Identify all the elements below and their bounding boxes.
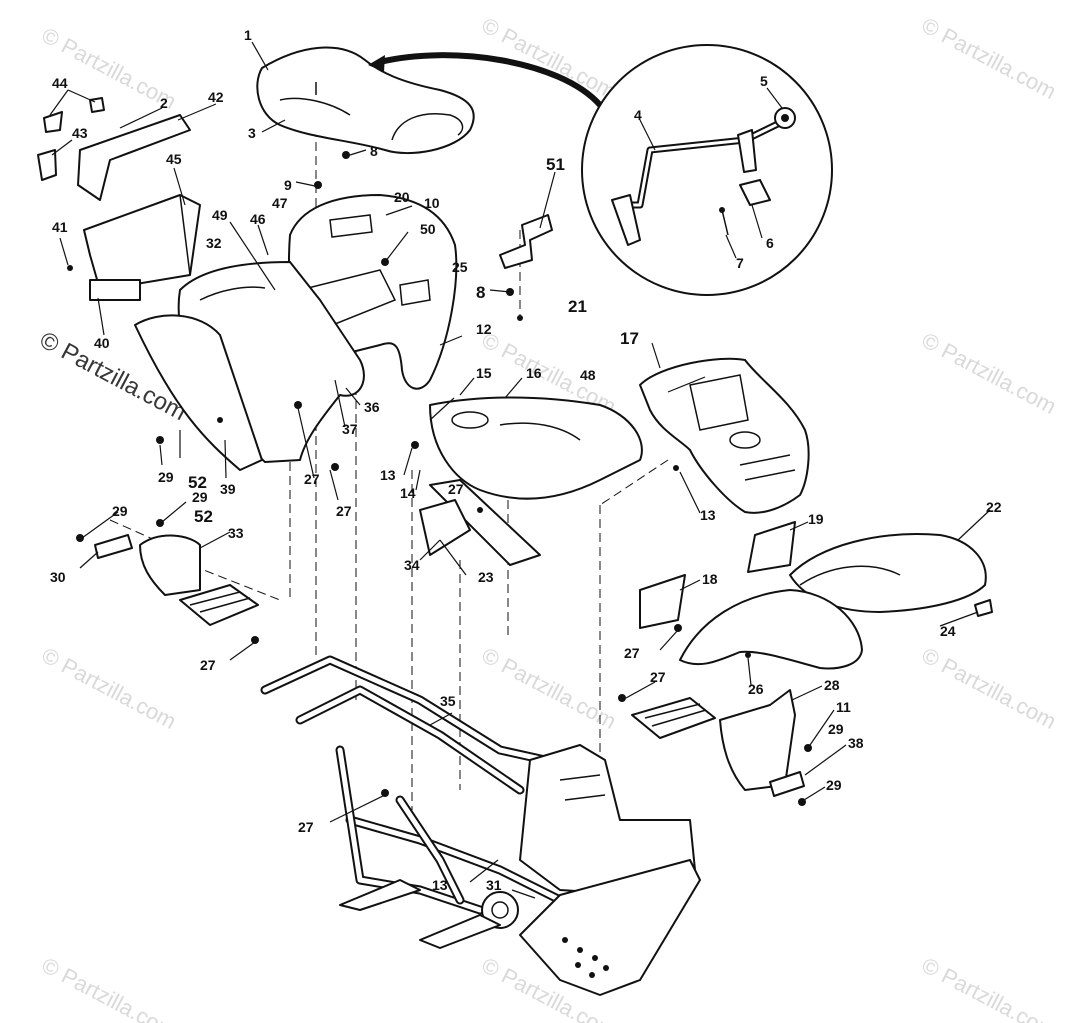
callout-4: 4 [634,107,642,123]
bracket-30 [94,534,133,559]
detail-arrow [368,52,603,108]
callout-33: 33 [228,525,244,541]
callout-24: 24 [940,623,956,639]
callout-14: 14 [400,485,416,501]
watermark: © Partzilla.com [918,12,1061,104]
callout-30: 30 [50,569,66,585]
watermark: © Partzilla.com [38,22,181,114]
callout-10: 10 [424,195,440,211]
watermark: © Partzilla.com [38,952,181,1023]
callout-52: 52 [188,473,207,492]
callout-13: 13 [700,507,716,523]
callout-27: 27 [448,481,464,497]
callout-6: 6 [766,235,774,251]
front-panel [429,396,643,500]
callout-47: 47 [272,195,288,211]
callout-29: 29 [158,469,174,485]
leader-lines [49,41,991,899]
callout-48: 48 [580,367,596,383]
callout-45: 45 [166,151,182,167]
callout-29: 29 [112,503,128,519]
callout-35: 35 [440,693,456,709]
decal-24 [974,599,993,617]
callout-17: 17 [620,329,639,348]
callout-13: 13 [432,877,448,893]
callout-27: 27 [304,471,320,487]
footrest-right [631,697,716,739]
bracket-51 [499,214,553,269]
front-fender-right [789,533,987,613]
callout-32: 32 [206,235,222,251]
callout-9: 9 [284,177,292,193]
callout-29: 29 [826,777,842,793]
callout-22: 22 [986,499,1002,515]
callout-43: 43 [72,125,88,141]
callout-27: 27 [650,669,666,685]
callout-29: 29 [828,721,844,737]
callout-27: 27 [336,503,352,519]
callout-5: 5 [760,73,768,89]
splash-guard-right [719,689,796,791]
callout-46: 46 [250,211,266,227]
callout-37: 37 [342,421,358,437]
watermark: © Partzilla.com [478,642,621,734]
callout-41: 41 [52,219,68,235]
watermark: © Partzilla.com [918,952,1061,1023]
callout-52: 52 [194,507,213,526]
callout-23: 23 [478,569,494,585]
splash-guard-left [139,534,201,596]
callout-51: 51 [546,155,565,174]
battery-box-parts [37,97,201,301]
callout-49: 49 [212,207,228,223]
callout-7: 7 [736,255,744,271]
callout-3: 3 [248,125,256,141]
callout-labels: 1 2 3 4 5 6 7 8 8 9 10 11 12 13 13 13 14… [50,27,1002,893]
decal-19 [747,521,796,573]
callout-27: 27 [298,819,314,835]
callout-12: 12 [476,321,492,337]
callout-15: 15 [476,365,492,381]
callout-34: 34 [404,557,420,573]
callout-50: 50 [420,221,436,237]
tank-cover [639,357,810,514]
callout-19: 19 [808,511,824,527]
callout-38: 38 [848,735,864,751]
callout-40: 40 [94,335,110,351]
callout-20: 20 [394,189,410,205]
bracket-38 [769,771,805,797]
callout-8: 8 [476,283,485,302]
front-bracket [419,479,541,566]
decal-18 [639,574,686,629]
callout-16: 16 [526,365,542,381]
callout-18: 18 [702,571,718,587]
callout-31: 31 [486,877,502,893]
seat [256,46,475,154]
callout-11: 11 [836,699,851,715]
callout-27: 27 [624,645,640,661]
callout-44: 44 [52,75,68,91]
callout-27: 27 [200,657,216,673]
callout-42: 42 [208,89,224,105]
callout-8: 8 [370,143,378,159]
watermark: © Partzilla.com [918,642,1061,734]
callout-29: 29 [192,489,208,505]
callout-26: 26 [748,681,764,697]
callout-2: 2 [160,95,168,111]
callout-36: 36 [364,399,380,415]
frame [260,655,701,996]
front-fender-left [679,589,863,670]
callout-21: 21 [568,297,587,316]
mud-flap [134,314,263,471]
callout-1: 1 [244,27,252,43]
callout-13: 13 [380,467,396,483]
watermark: © Partzilla.com [38,642,181,734]
callout-28: 28 [824,677,840,693]
footrest-left [179,584,259,626]
watermark: © Partzilla.com [918,327,1061,419]
detail-inset [581,44,833,296]
callout-25: 25 [452,259,468,275]
callout-39: 39 [220,481,236,497]
